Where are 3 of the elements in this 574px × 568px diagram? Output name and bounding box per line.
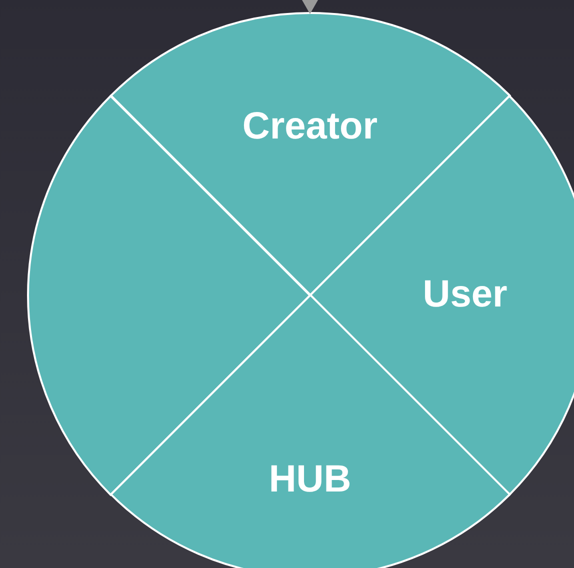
sector-label: HUB: [268, 458, 352, 502]
sector-label: User: [422, 273, 508, 316]
sector-label: Creator: [242, 106, 378, 148]
